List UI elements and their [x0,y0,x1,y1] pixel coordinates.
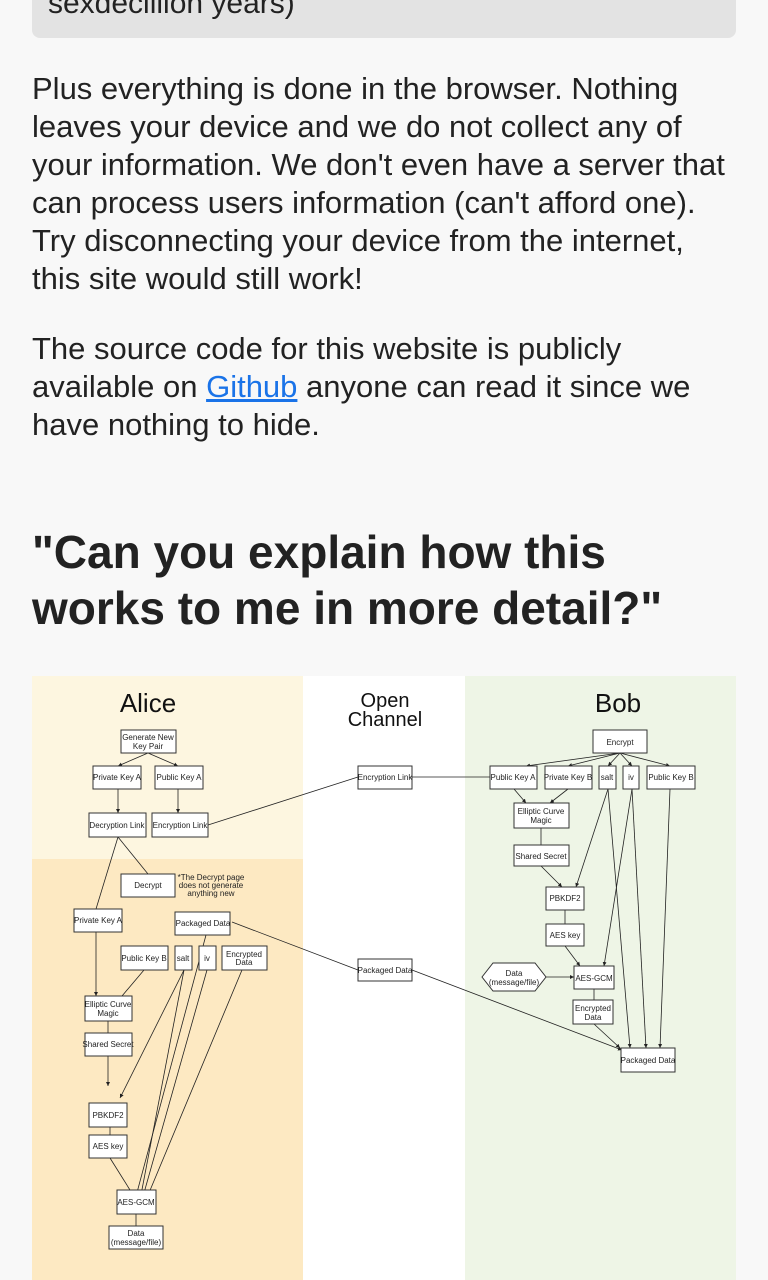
alice-aes-gcm-label: AES-GCM [117,1198,155,1207]
bob-packaged-data-box [620,1047,676,1073]
channel-title-line2: Channel [348,709,423,731]
alice-packaged-data-box [174,911,231,936]
bob-private-key-b-label: Private Key B [544,773,592,782]
bob-encrypt-box [592,729,648,754]
bob-data-label-1: Data [506,969,523,978]
bob-shared-secret-label: Shared Secret [515,852,567,861]
generate-keypair-label-1: Generate New [122,733,174,742]
channel-title-line1: Open [361,690,410,712]
alice-encrypted-data-box [221,945,268,971]
bob-public-key-a-box [489,765,538,790]
alice-public-key-label: Public Key A [157,773,203,782]
decrypt-box [120,873,176,898]
quote-text: sexdecillion years) [48,0,295,20]
encryption-flow-diagram: Alice Open Channel Bob Generat [32,676,736,1280]
bob-iv-label: iv [628,773,634,782]
bob-aes-gcm-label: AES-GCM [575,974,613,983]
alice-elliptic-curve-label-1: Elliptic Curve [85,1000,132,1009]
alice-encrypted-data-label-1: Encrypted [226,950,262,959]
bob-aes-gcm-box [573,965,615,990]
bob-salt-box [598,765,617,790]
alice-iv-label: iv [204,954,210,963]
quote-block [32,0,736,38]
bob-encrypted-data-label-2: Data [585,1013,602,1022]
alice-salt-box [174,945,193,971]
bob-pbkdf2-label: PBKDF2 [549,894,581,903]
generate-keypair-box [120,729,177,754]
bob-public-key-a-label: Public Key A [491,773,537,782]
section-heading: "Can you explain how this works to me in… [32,526,663,634]
bob-encrypted-data-box [572,999,614,1025]
alice-aes-key-label: AES key [93,1142,124,1151]
alice-aes-gcm-box [116,1189,157,1215]
alice-private-key-box [92,765,142,790]
bob-encrypted-data-label-1: Encrypted [575,1004,611,1013]
alice-private-key-label: Private Key A [93,773,142,782]
decrypt-note-line1: *The Decrypt page [178,873,245,882]
alice-data-label-1: Data [128,1229,145,1238]
source-code-paragraph: The source code for this website is publ… [32,330,736,444]
alice-encrypted-data-label-2: Data [236,958,253,967]
bob-private-key-b-box [544,765,593,790]
bob-title: Bob [595,688,641,718]
bob-elliptic-curve-box [513,802,570,829]
alice-public-key-b-label: Public Key B [121,954,166,963]
github-link[interactable]: Github [206,369,298,404]
bob-pbkdf2-box [545,886,585,911]
bob-data-hexagon [481,962,547,992]
alice-title: Alice [120,688,176,718]
alice-shared-secret-label: Shared Secret [82,1040,134,1049]
decrypt-note-line2: does not generate [179,881,244,890]
source-text-after: anyone can read it since we have nothing… [32,369,691,442]
alice-data-label-2: (message/file) [111,1238,162,1247]
alice-public-key-box [154,765,204,790]
bob-packaged-data-label: Packaged Data [621,1056,676,1065]
bob-aes-key-box [545,923,585,947]
channel-packaged-data-box [357,958,413,982]
alice-pbkdf2-label: PBKDF2 [92,1111,124,1120]
alice-elliptic-curve-box [84,995,133,1022]
alice-salt-label: salt [177,954,190,963]
channel-encryption-link-label: Encryption Link [358,773,414,782]
decrypt-label: Decrypt [134,881,162,890]
generate-keypair-label-2: Key Pair [133,742,164,751]
alice-private-key-2-box [73,908,123,933]
alice-elliptic-curve-label-2: Magic [97,1009,118,1018]
bob-public-key-b-label: Public Key B [648,773,693,782]
channel-encryption-link-box [357,765,413,790]
alice-shared-secret-box [84,1032,133,1057]
alice-pbkdf2-box [88,1102,128,1128]
bob-data-label-2: (message/file) [489,978,540,987]
alice-private-key-2-label: Private Key A [74,916,123,925]
bob-salt-label: salt [601,773,614,782]
alice-decryption-link-box [88,812,147,838]
channel-packaged-data-label: Packaged Data [358,966,413,975]
bob-elliptic-curve-label-1: Elliptic Curve [518,807,565,816]
alice-data-box [108,1225,164,1250]
alice-public-key-b-box [120,945,169,971]
alice-encryption-link-box [151,812,209,838]
privacy-paragraph: Plus everything is done in the browser. … [32,71,725,296]
bob-aes-key-label: AES key [550,931,581,940]
source-text-before: The source code for this website is publ… [32,331,622,404]
bob-encrypt-label: Encrypt [606,738,634,747]
alice-decryption-link-label: Decryption Link [89,821,145,830]
decrypt-note-line3: anything new [187,889,234,898]
alice-aes-key-box [88,1134,128,1159]
alice-bottom-area [32,859,303,1280]
bob-iv-box [622,765,640,790]
bob-public-key-b-box [646,765,696,790]
bob-shared-secret-box [513,844,570,867]
alice-encryption-link-label: Encryption Link [153,821,209,830]
bob-elliptic-curve-label-2: Magic [530,816,551,825]
alice-packaged-data-label: Packaged Data [176,919,231,928]
alice-iv-box [198,945,217,971]
